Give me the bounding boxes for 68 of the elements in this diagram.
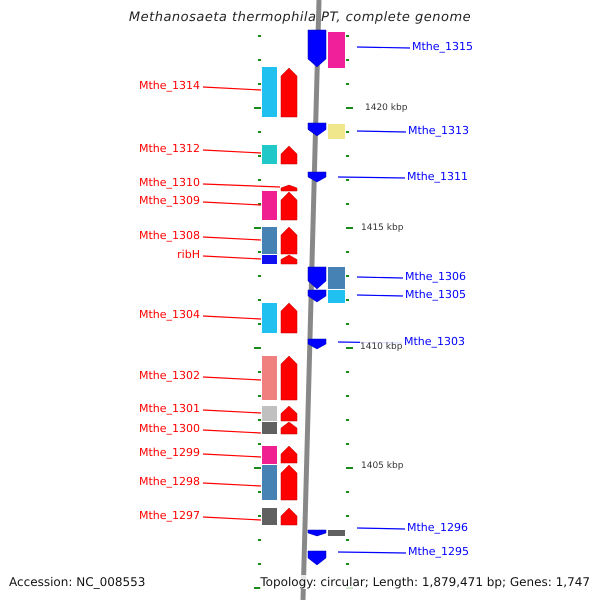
gene-block bbox=[262, 67, 298, 118]
genome-summary: Topology: circular; Length: 1,879,471 bp; Genes: 1,747 bbox=[260, 575, 590, 589]
gene-block bbox=[308, 266, 345, 290]
leader-line bbox=[202, 429, 262, 434]
leader-line bbox=[356, 294, 404, 297]
gene-block bbox=[262, 508, 298, 526]
leader-line bbox=[202, 201, 262, 206]
gene-block bbox=[262, 302, 298, 334]
gene-block bbox=[262, 191, 298, 220]
gene-block bbox=[262, 254, 298, 264]
gene-label: Mthe_1295 bbox=[408, 545, 470, 559]
gene-block bbox=[262, 226, 298, 254]
leader-line bbox=[202, 149, 262, 154]
leader-line bbox=[202, 482, 262, 487]
leader-line bbox=[202, 255, 262, 260]
gene-block bbox=[262, 406, 298, 422]
gene-block bbox=[308, 30, 345, 68]
leader-line bbox=[202, 409, 262, 414]
diagram-title: Methanosaeta thermophila PT, complete genome bbox=[128, 11, 472, 25]
gene-label: Mthe_1309 bbox=[138, 194, 200, 208]
scale-label: 1415 kbp bbox=[361, 221, 404, 235]
accession-label: Accession: NC_008553 bbox=[9, 575, 146, 589]
gene-block bbox=[262, 422, 298, 434]
gene-label: Mthe_1308 bbox=[138, 229, 200, 243]
leader-line bbox=[356, 527, 406, 530]
gene-label: Mthe_1303 bbox=[404, 335, 466, 349]
leader-line bbox=[202, 376, 262, 381]
leader-line bbox=[356, 46, 410, 49]
gene-label: Mthe_1300 bbox=[138, 422, 200, 436]
scale-label: 1410 kbp bbox=[360, 340, 402, 354]
gene-label: Mthe_1311 bbox=[407, 170, 468, 184]
leader-line bbox=[202, 236, 262, 241]
scale-label: 1420 kbp bbox=[365, 101, 408, 115]
gene-block bbox=[262, 145, 298, 164]
gene-label: Mthe_1298 bbox=[138, 475, 200, 489]
leader-line bbox=[202, 86, 262, 91]
gene-label: Mthe_1313 bbox=[408, 124, 470, 138]
gene-label: Mthe_1315 bbox=[412, 40, 474, 54]
gene-label: Mthe_1310 bbox=[138, 176, 200, 190]
gene-label: Mthe_1314 bbox=[138, 79, 200, 93]
gene-label: Mthe_1297 bbox=[138, 509, 200, 523]
gene-block bbox=[308, 122, 345, 139]
gene-label: Mthe_1301 bbox=[138, 402, 200, 416]
gene-block bbox=[262, 464, 298, 500]
gene-block bbox=[262, 356, 298, 400]
gene-label: Mthe_1304 bbox=[138, 308, 200, 322]
leader-line bbox=[202, 453, 262, 458]
scale-label: 1405 kbp bbox=[361, 459, 404, 473]
leader-line bbox=[338, 176, 405, 179]
gene-label: ribH bbox=[177, 248, 200, 262]
gene-label: Mthe_1305 bbox=[405, 288, 466, 302]
leader-line bbox=[202, 315, 262, 320]
gene-label: Mthe_1306 bbox=[405, 270, 466, 284]
gene-block bbox=[308, 338, 326, 350]
gene-block bbox=[308, 530, 345, 536]
leader-line bbox=[202, 183, 280, 188]
leader-line bbox=[356, 130, 406, 133]
gene-label: Mthe_1299 bbox=[138, 446, 200, 460]
gene-block bbox=[308, 172, 326, 182]
gene-label: Mthe_1312 bbox=[138, 142, 200, 156]
gene-label: Mthe_1302 bbox=[138, 369, 200, 383]
leader-line bbox=[338, 551, 406, 554]
gene-block bbox=[308, 550, 326, 566]
leader-line bbox=[356, 276, 404, 279]
leader-line bbox=[202, 516, 262, 521]
gene-block bbox=[262, 446, 298, 464]
gene-label: Mthe_1296 bbox=[407, 521, 468, 535]
gene-block bbox=[308, 290, 345, 303]
